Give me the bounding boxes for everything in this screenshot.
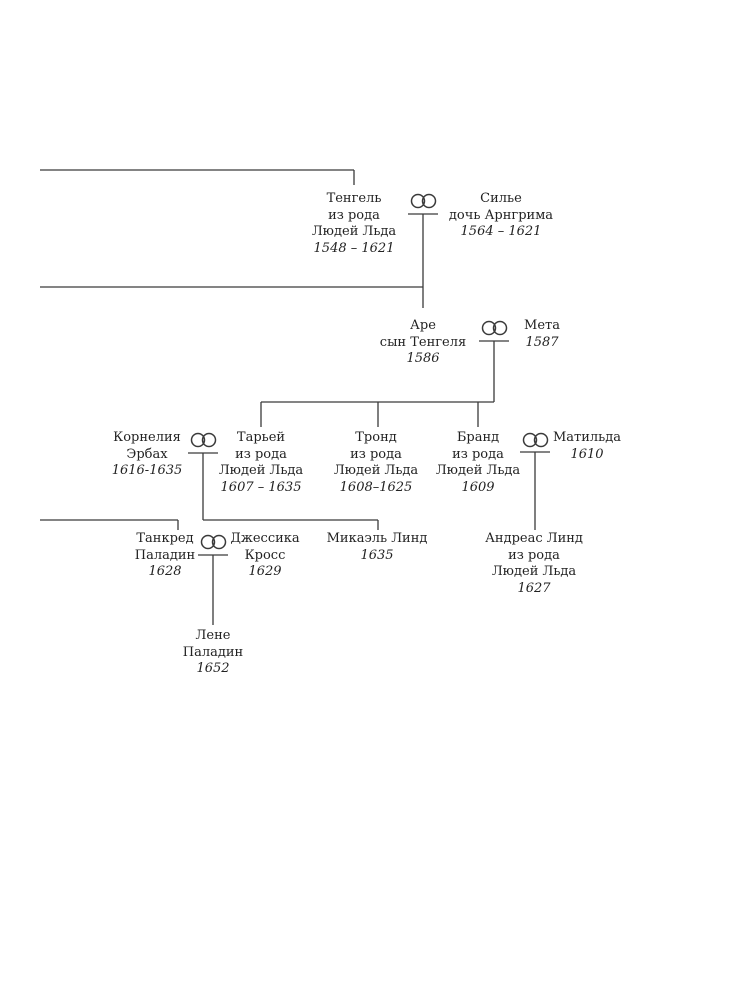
person-name: Тарьей [236,430,286,445]
person-name: Андреас Линд [485,531,583,546]
person-years: 1587 [525,334,559,350]
marriage-rings-icon [481,320,508,336]
person-years: 1564 – 1621 [460,224,542,239]
person-name: из рода [235,446,287,462]
person-years: 1628 [148,564,182,579]
marriage-rings-icon [200,534,227,550]
person-name: Эрбах [126,446,168,462]
person-name: Лене [195,628,231,643]
person-years: 1586 [406,351,440,366]
person-are: Аре сын Тенгеля 1586 [380,318,466,368]
person-name: Кросс [244,547,286,563]
person-tankred: Танкред Паладин 1628 [135,531,195,581]
person-name: Корнелия [113,430,181,445]
person-andreas: Андреас Линд из рода Людей Льда 1627 [485,531,583,597]
person-name: из рода [508,547,560,563]
person-years: 1607 – 1635 [220,479,302,495]
marriage-rings-icon [410,193,437,209]
person-trond: Тронд из рода Людей Льда 1608–1625 [334,430,418,496]
person-name: Микаэль Линд [326,531,428,546]
person-years: 1609 [461,479,495,495]
person-name: Паладин [134,547,196,563]
person-name: Мета [524,318,560,333]
person-years: 1610 [570,446,604,462]
person-tengel: Тенгель из рода Людей Льда 1548 – 1621 [312,191,396,257]
person-name: Матильда [552,430,622,445]
person-name: сын Тенгеля [379,334,467,350]
person-kornelia: Корнелия Эрбах 1616-1635 [112,430,183,480]
person-years: 1629 [248,564,282,579]
person-name: дочь Арнгрима [448,207,554,223]
person-silje: Силье дочь Арнгрима 1564 – 1621 [449,191,553,241]
person-years: 1608–1625 [339,479,413,495]
person-name: из рода [452,446,504,462]
person-name: Аре [410,318,436,333]
person-name: Джессика [230,531,300,546]
person-mikael: Микаэль Линд 1635 [327,531,428,564]
person-lene: Лене Паладин 1652 [183,628,243,678]
person-name: Людей Льда [218,463,304,478]
person-name: из рода [350,446,402,462]
person-name: Людей Льда [435,463,521,478]
person-name: Людей Льда [491,564,577,579]
person-years: 1627 [517,580,551,596]
person-years: 1635 [360,547,394,563]
person-years: 1652 [196,661,230,676]
person-name: Людей Льда [311,224,397,239]
person-name: Людей Льда [333,463,419,478]
person-name: Паладин [182,644,244,660]
person-meta: Мета 1587 [524,318,560,351]
person-name: Танкред [136,531,194,546]
person-name: Тенгель [326,191,382,206]
marriage-rings-icon [190,432,217,448]
person-name: Силье [480,191,522,206]
person-years: 1548 – 1621 [313,240,395,256]
person-name: из рода [328,207,380,223]
person-name: Тронд [355,430,397,445]
person-years: 1616-1635 [111,463,183,478]
person-tarjei: Тарьей из рода Людей Льда 1607 – 1635 [219,430,303,496]
marriage-rings-icon [522,432,549,448]
person-name: Бранд [456,430,500,445]
person-brand: Бранд из рода Людей Льда 1609 [436,430,520,496]
person-jessica: Джессика Кросс 1629 [230,531,299,581]
person-matilda: Матильда 1610 [553,430,621,463]
